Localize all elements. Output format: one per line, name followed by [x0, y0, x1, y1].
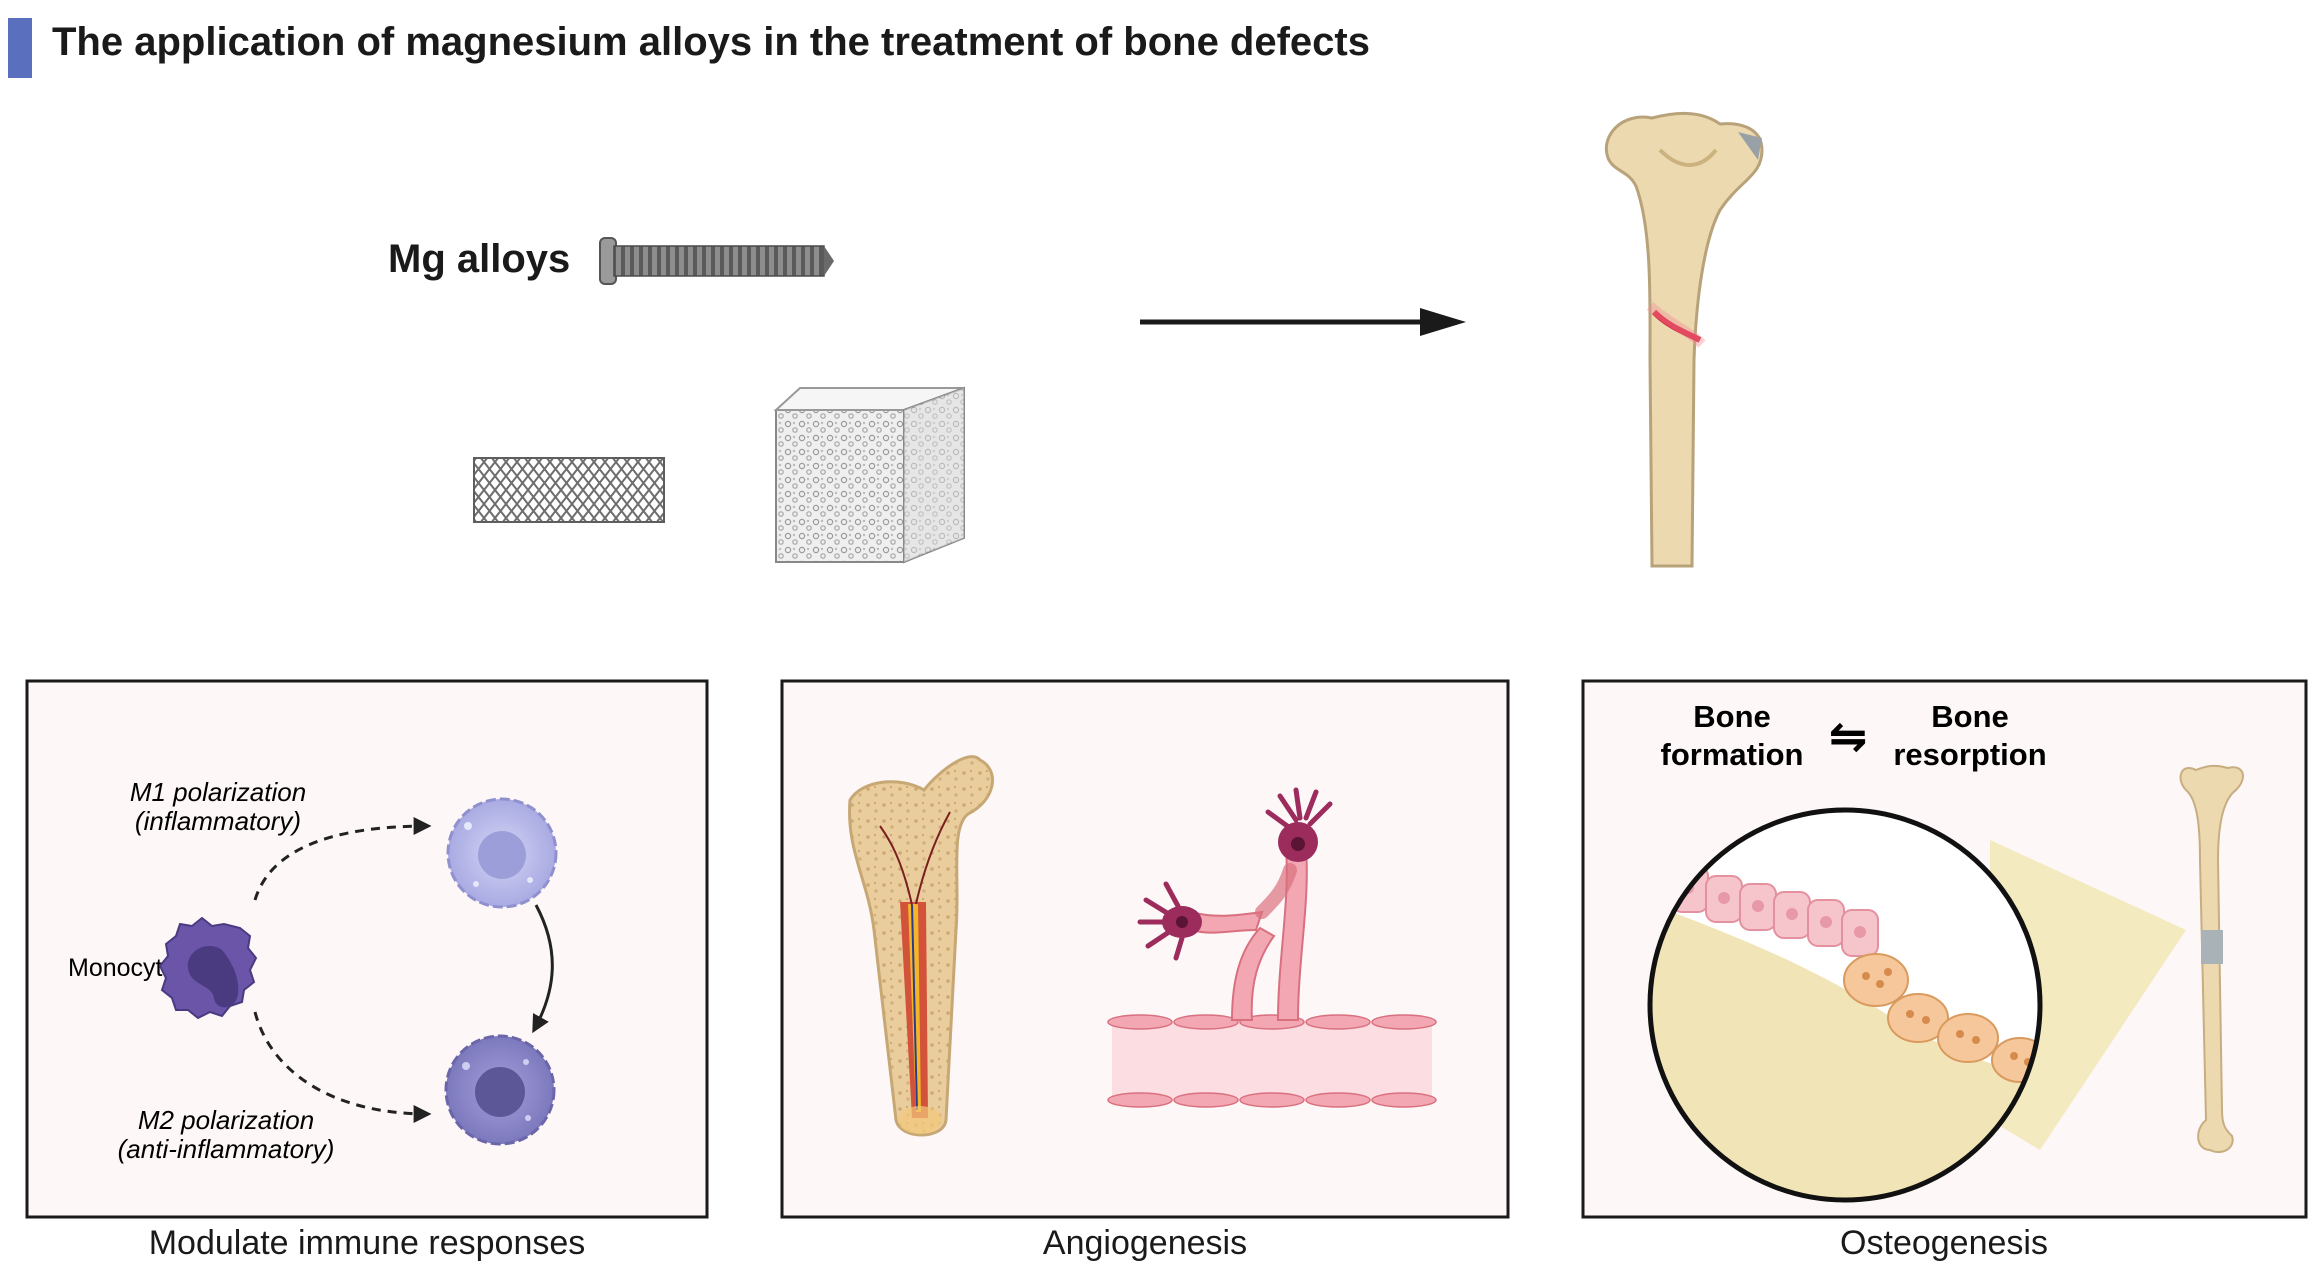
m2-label-line2: (anti-inflammatory)	[118, 1134, 335, 1164]
zoom-cone	[1990, 840, 2186, 1150]
page-title: The application of magnesium alloys in t…	[52, 20, 1370, 64]
m1-label-line2: (inflammatory)	[135, 806, 301, 836]
arrow-right-icon	[1140, 308, 1466, 336]
m1-to-m2-arrow	[532, 904, 554, 1034]
angiogenesis-diagram	[848, 755, 1437, 1137]
fractured-bone-icon	[1604, 111, 1764, 568]
tip-cell-lower	[1137, 881, 1202, 961]
immune-panel-caption: Modulate immune responses	[148, 1224, 586, 1262]
title-accent-bar	[8, 18, 32, 78]
femur-section-icon	[848, 755, 994, 1137]
monocyte-label: Monocyte	[68, 954, 176, 982]
m1-macrophage-cell	[446, 797, 558, 909]
stent-icon	[473, 457, 665, 523]
m1-label-line1: M1 polarization	[130, 777, 306, 807]
monocyte-cell	[158, 916, 258, 1020]
immune-diagram: M1 polarization (inflammatory) Monocyte …	[68, 777, 558, 1164]
m2-macrophage-cell	[444, 1034, 556, 1146]
blood-vessel-icon	[1107, 849, 1437, 1108]
immune-panel	[25, 679, 709, 1219]
bone-remodeling-magnifier	[1647, 807, 2043, 1203]
bone-resorption-label-line1: Bone	[1931, 699, 2009, 734]
tip-cell-upper	[1265, 787, 1333, 862]
m2-polarization-arrow	[253, 1011, 432, 1123]
m2-label-line1: M2 polarization	[138, 1105, 314, 1135]
bone-resorption-label-line2: resorption	[1893, 737, 2046, 772]
porous-scaffold-icon	[773, 386, 965, 564]
bone-formation-label-line1: Bone	[1693, 699, 1771, 734]
equilibrium-arrows-icon: ⇋	[1829, 710, 1868, 762]
osteogenesis-diagram: Bone formation ⇋ Bone resorption	[1647, 699, 2244, 1203]
bone-formation-label-line2: formation	[1661, 737, 1804, 772]
long-bone-implant-icon	[2179, 764, 2244, 1154]
osteogenesis-panel-caption: Osteogenesis	[1840, 1224, 2048, 1262]
angiogenesis-panel-caption: Angiogenesis	[1042, 1224, 1248, 1262]
mg-alloys-label: Mg alloys	[388, 237, 570, 281]
screw-icon	[599, 237, 834, 285]
m1-polarization-arrow	[253, 817, 432, 901]
